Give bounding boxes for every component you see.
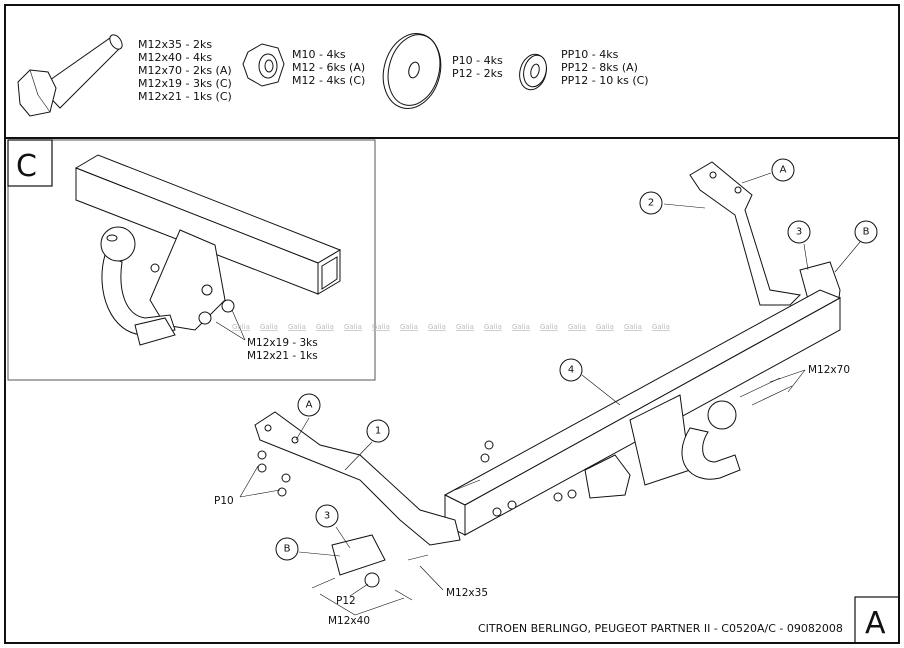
callout-text: 1 bbox=[375, 426, 381, 437]
callout-circle bbox=[771, 158, 795, 182]
bolt-list-3: M12x19 - 3ks (C) bbox=[138, 77, 232, 90]
watermark-text: Galia bbox=[288, 323, 306, 331]
callout-circle bbox=[559, 358, 583, 382]
watermark-text: Galia bbox=[232, 323, 250, 331]
callout-a-left: A bbox=[297, 393, 321, 417]
callout-circle bbox=[639, 191, 663, 215]
spring-washer-icon bbox=[519, 53, 547, 91]
callout-text: A bbox=[306, 400, 313, 411]
label-m12x70: M12x70 bbox=[808, 364, 850, 376]
bolt-list-1: M12x40 - 4ks bbox=[138, 51, 212, 64]
detail-c-drawing bbox=[74, 154, 342, 346]
spring-washer-list-2: PP12 - 10 ks (C) bbox=[561, 74, 649, 87]
callout-circle bbox=[315, 504, 339, 528]
callout-text: A bbox=[780, 165, 787, 176]
callout-three-right: 3 bbox=[787, 220, 811, 244]
callout-four: 4 bbox=[559, 358, 583, 382]
watermark-text: Galia bbox=[400, 323, 418, 331]
nut-list-1: M12 - 6ks (A) bbox=[292, 61, 365, 74]
view-label: A bbox=[865, 606, 886, 641]
label-p12: P12 bbox=[336, 595, 356, 607]
callout-circle bbox=[297, 393, 321, 417]
outer-frame bbox=[4, 4, 900, 644]
nut-icon bbox=[242, 43, 285, 87]
detail-c-label: C bbox=[16, 149, 37, 184]
callout-two: 2 bbox=[639, 191, 663, 215]
watermark-text: Galia bbox=[624, 323, 642, 331]
callout-text: B bbox=[284, 544, 291, 555]
bolt-list-2: M12x70 - 2ks (A) bbox=[138, 64, 232, 77]
cross-bar-4 bbox=[443, 289, 842, 536]
left-bracket-3 bbox=[331, 534, 386, 588]
watermark-text: Galia bbox=[540, 323, 558, 331]
label-m12x35: M12x35 bbox=[446, 587, 488, 599]
fasteners bbox=[257, 377, 793, 601]
drawing-title: CITROEN BERLINGO, PEUGEOT PARTNER II - C… bbox=[478, 622, 843, 635]
callout-text: 3 bbox=[324, 511, 330, 522]
nut-list-0: M10 - 4ks bbox=[292, 48, 346, 61]
callout-a-top: A bbox=[771, 158, 795, 182]
ball-hitch bbox=[584, 394, 741, 499]
callout-three-left: 3 bbox=[315, 504, 339, 528]
view-label-box bbox=[854, 596, 900, 644]
callout-circle bbox=[366, 419, 390, 443]
callout-circle bbox=[787, 220, 811, 244]
watermark-text: Galia bbox=[596, 323, 614, 331]
bolt-list-4: M12x21 - 1ks (C) bbox=[138, 90, 232, 103]
callout-b-right: B bbox=[854, 220, 878, 244]
bolt-list-0: M12x35 - 2ks bbox=[138, 38, 212, 51]
watermark-row: Galia Galia Galia Galia Galia Galia Galia Galia… bbox=[232, 323, 670, 331]
washer-list-1: P12 - 2ks bbox=[452, 67, 503, 80]
washer-list-0: P10 - 4ks bbox=[452, 54, 503, 67]
detail-c-bolt-label-1: M12x21 - 1ks bbox=[247, 350, 318, 362]
callout-one: 1 bbox=[366, 419, 390, 443]
label-m12x40: M12x40 bbox=[328, 615, 370, 627]
bolt-icon bbox=[17, 34, 123, 117]
watermark-text: Galia bbox=[428, 323, 446, 331]
watermark-text: Galia bbox=[372, 323, 390, 331]
nut-list-2: M12 - 4ks (C) bbox=[292, 74, 365, 87]
watermark-text: Galia bbox=[316, 323, 334, 331]
detail-c-frame bbox=[7, 139, 376, 381]
callout-circle bbox=[854, 220, 878, 244]
left-bracket-1 bbox=[254, 411, 461, 546]
label-p10: P10 bbox=[214, 495, 234, 507]
detail-c-bolt-label-0: M12x19 - 3ks bbox=[247, 337, 318, 349]
watermark-text: Galia bbox=[652, 323, 670, 331]
callout-circle bbox=[275, 537, 299, 561]
callout-text: 2 bbox=[648, 198, 654, 209]
spring-washer-list-1: PP12 - 8ks (A) bbox=[561, 61, 638, 74]
watermark-text: Galia bbox=[456, 323, 474, 331]
watermark-text: Galia bbox=[568, 323, 586, 331]
watermark-text: Galia bbox=[512, 323, 530, 331]
washer-icon bbox=[382, 33, 442, 109]
detail-c-label-box bbox=[7, 139, 53, 187]
spring-washer-list-0: PP10 - 4ks bbox=[561, 48, 619, 61]
watermark-text: Galia bbox=[344, 323, 362, 331]
callout-text: B bbox=[863, 227, 870, 238]
callout-b-left: B bbox=[275, 537, 299, 561]
watermark-text: Galia bbox=[484, 323, 502, 331]
callout-text: 3 bbox=[796, 227, 802, 238]
callout-text: 4 bbox=[568, 365, 574, 376]
watermark-text: Galia bbox=[260, 323, 278, 331]
